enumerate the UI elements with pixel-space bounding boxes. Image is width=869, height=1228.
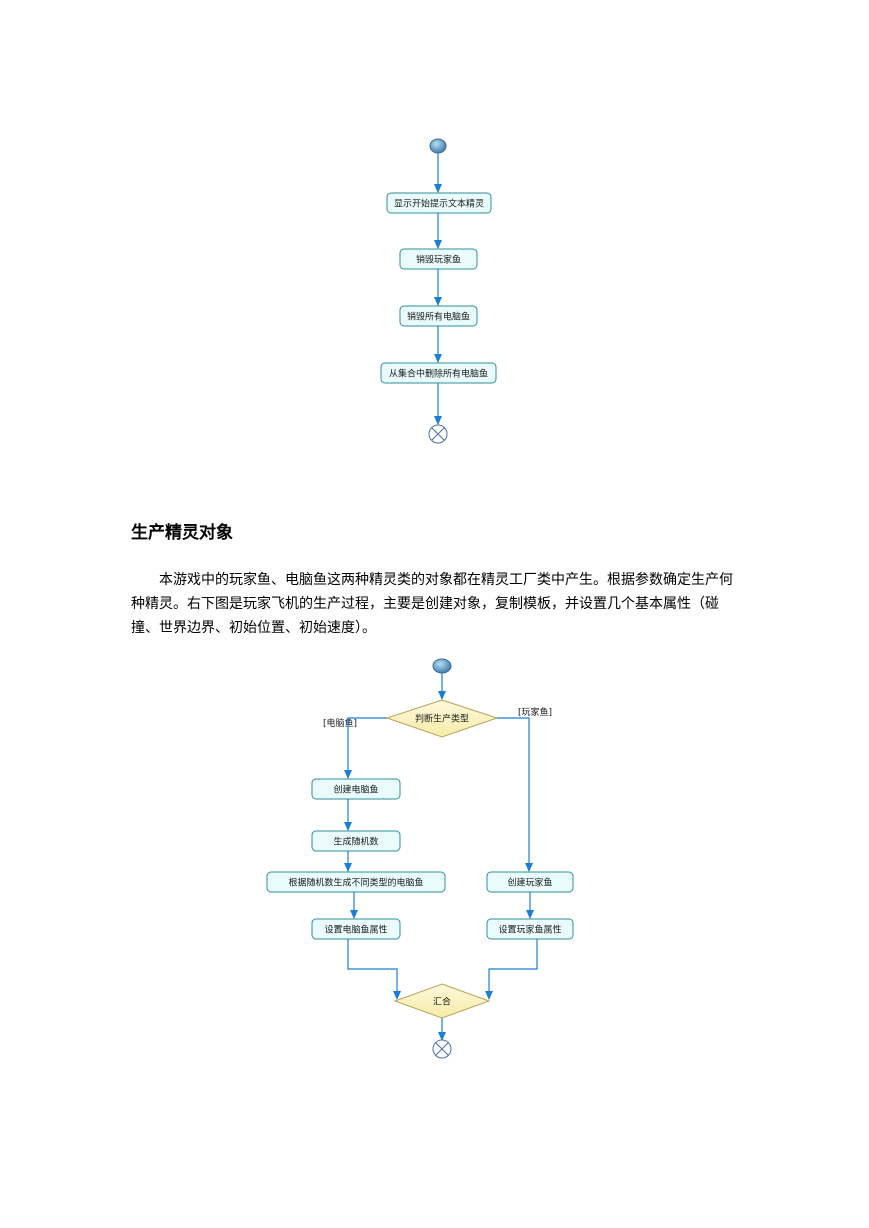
activity-node: 生成随机数 <box>311 830 401 852</box>
activity-diagram-2: 判断生产类型 [电脑鱼] [玩家鱼] 创建电脑鱼 生成随机数 根据随机数生成不同… <box>266 658 574 1059</box>
activity-node: 显示开始提示文本精灵 <box>386 192 492 214</box>
activity-node: 创建电脑鱼 <box>311 778 401 800</box>
activity-label: 创建玩家鱼 <box>507 877 552 889</box>
decision-node: 判断生产类型 <box>385 699 499 738</box>
activity-label: 显示开始提示文本精灵 <box>394 198 484 210</box>
activity-node: 创建玩家鱼 <box>486 871 574 893</box>
merge-label: 汇合 <box>433 996 451 1008</box>
flow-arrow <box>497 717 533 872</box>
flow-arrow <box>485 939 538 1000</box>
activity-label: 销毁所有电脑鱼 <box>407 311 470 323</box>
section-paragraph: 本游戏中的玩家鱼、电脑鱼这两种精灵类的对象都在精灵工厂类中产生。根据参数确定生产… <box>131 572 733 636</box>
flow-arrow <box>344 717 387 779</box>
activity-label: 生成随机数 <box>333 836 378 848</box>
section-heading: 生产精灵对象 <box>131 523 233 543</box>
activity-label: 创建电脑鱼 <box>333 784 378 796</box>
activity-node: 设置电脑鱼属性 <box>311 918 401 940</box>
end-node <box>432 1039 452 1059</box>
activity-label: 设置玩家鱼属性 <box>498 924 561 936</box>
flow-arrow <box>347 939 401 1000</box>
activity-label: 销毁玩家鱼 <box>416 254 461 266</box>
activity-node: 设置玩家鱼属性 <box>486 918 574 940</box>
start-node <box>429 138 447 154</box>
decision-label: 判断生产类型 <box>415 713 469 725</box>
activity-label: 根据随机数生成不同类型的电脑鱼 <box>288 877 423 889</box>
activity-node: 根据随机数生成不同类型的电脑鱼 <box>266 871 446 893</box>
guard-left-label: [电脑鱼] <box>323 717 357 729</box>
start-node <box>432 658 452 674</box>
activity-label: 从集合中删除所有电脑鱼 <box>389 368 488 380</box>
activity-label: 设置电脑鱼属性 <box>324 924 387 936</box>
merge-node: 汇合 <box>393 983 491 1019</box>
activity-node: 从集合中删除所有电脑鱼 <box>380 362 497 384</box>
activity-node: 销毁所有电脑鱼 <box>399 305 478 327</box>
end-node <box>428 424 448 444</box>
activity-node: 销毁玩家鱼 <box>399 248 478 270</box>
guard-right-label: [玩家鱼] <box>518 706 552 718</box>
activity-diagram-1: 显示开始提示文本精灵 销毁玩家鱼 销毁所有电脑鱼 从集合中删除所有电脑鱼 <box>380 138 497 444</box>
